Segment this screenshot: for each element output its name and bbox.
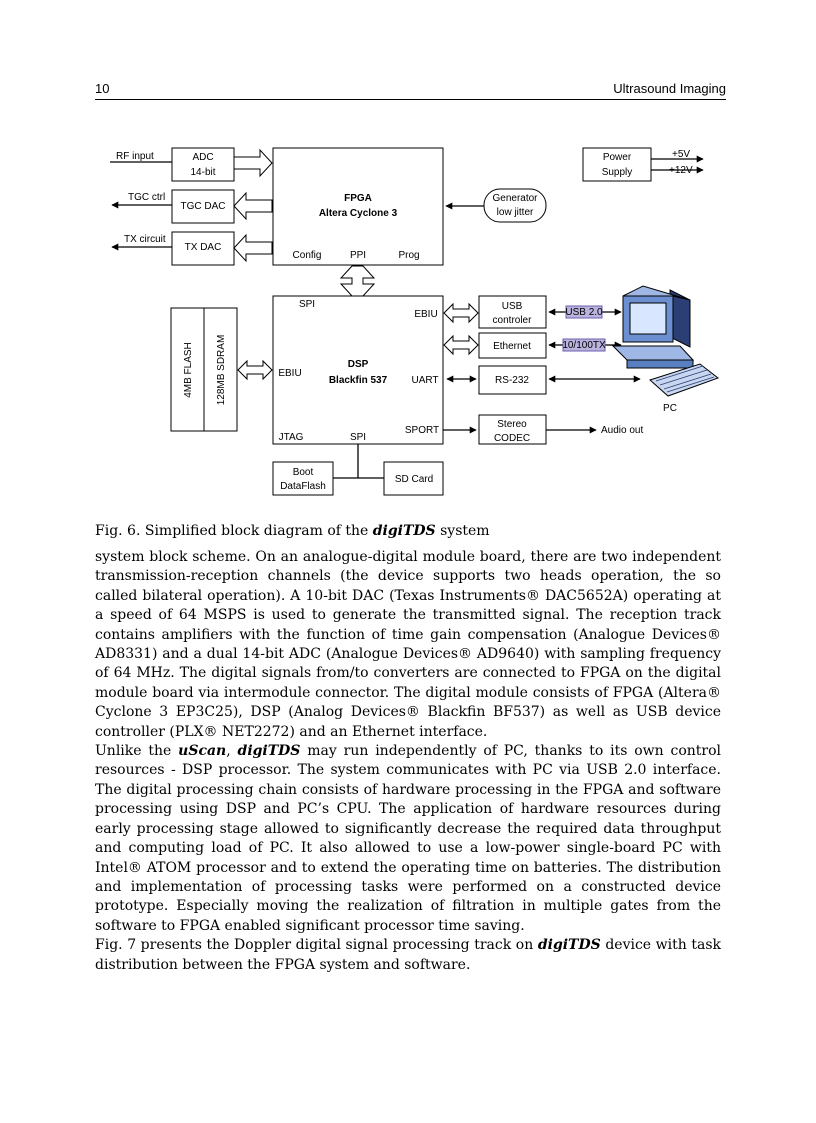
- caption-suffix: system: [435, 523, 490, 539]
- power-box: [582, 147, 652, 182]
- fpga-box: [272, 147, 444, 266]
- usb-controller-label: USB: [502, 301, 523, 312]
- fpga-title: FPGA: [344, 193, 372, 204]
- tgc-dac-box: [171, 189, 235, 224]
- fpga-tgc-bus-arrow: [233, 191, 273, 221]
- plus12v-label: +12V: [669, 165, 693, 176]
- dsp-spi-top-label: SPI: [299, 299, 315, 310]
- paragraph-1: system block scheme. On an analogue-digi…: [95, 549, 721, 740]
- codec-label: Stereo: [497, 419, 527, 430]
- usb20-label: USB 2.0: [565, 307, 603, 318]
- flash-box: [170, 307, 205, 432]
- fpga-tx-bus-arrow: [233, 233, 273, 263]
- dsp-ebiu-left-label: EBIU: [278, 368, 301, 379]
- figure-caption: Fig. 6. Simplified block diagram of the …: [95, 522, 490, 541]
- usb-controller-label-2: controler: [493, 315, 533, 326]
- fpga-ppi-label: PPI: [350, 250, 366, 261]
- generator-jitter-label: low jitter: [497, 207, 534, 218]
- dsp-box: [272, 295, 444, 445]
- sdram-box: [203, 307, 238, 432]
- usb20-highlight: [565, 305, 603, 319]
- caption-name: digiTDS: [372, 523, 436, 539]
- adc-bits-label: 14-bit: [190, 167, 215, 178]
- boot-dataflash-box: [272, 461, 334, 496]
- digitds-name-2: digiTDS: [537, 937, 601, 954]
- dataflash-label: DataFlash: [280, 481, 326, 492]
- power-label: Power: [603, 152, 632, 163]
- sdram-label: 128MB SDRAM: [216, 335, 227, 406]
- tx-dac-box: [171, 231, 235, 266]
- dsp-ebiu-top-label: EBIU: [414, 309, 437, 320]
- generator-label: Generator: [492, 193, 538, 204]
- digitds-name: digiTDS: [237, 743, 301, 760]
- rf-input-label: RF input: [116, 151, 154, 162]
- ethernet-box: [478, 332, 547, 359]
- codec-box: [478, 414, 547, 445]
- supply-label: Supply: [602, 167, 633, 178]
- fpga-model: Altera Cyclone 3: [319, 208, 398, 219]
- tx-dac-label: TX DAC: [185, 242, 222, 253]
- sd-card-box: [383, 461, 444, 496]
- paragraph-2: Unlike the uScan, digiTDS may run indepe…: [95, 743, 721, 934]
- page-header: 10 Ultrasound Imaging: [95, 81, 726, 100]
- memory-dsp-bus-arrow: [237, 359, 273, 381]
- page-number: 10: [95, 81, 110, 96]
- adc-label: ADC: [192, 152, 213, 163]
- usb-controller-box: [478, 295, 547, 329]
- fpga-config-label: Config: [293, 250, 322, 261]
- paragraph-3: Fig. 7 presents the Doppler digital sign…: [95, 937, 721, 973]
- dsp-jtag-label: JTAG: [279, 432, 304, 443]
- dsp-title: DSP: [348, 359, 369, 370]
- running-title: Ultrasound Imaging: [613, 81, 726, 96]
- pc-icon: [611, 285, 720, 397]
- caption-prefix: Fig. 6. Simplified block diagram of the: [95, 523, 373, 539]
- tx-circuit-label: TX circuit: [124, 234, 166, 245]
- dsp-model: Blackfin 537: [329, 375, 388, 386]
- fpga-prog-label: Prog: [398, 250, 419, 261]
- fpga-dsp-bus-arrow: [339, 265, 376, 297]
- pc-label: PC: [663, 403, 677, 414]
- ethernet-label: Ethernet: [493, 341, 531, 352]
- codec-label-2: CODEC: [494, 433, 530, 444]
- uscan-name: uScan: [178, 743, 227, 760]
- body-text: system block scheme. On an analogue-digi…: [95, 548, 721, 975]
- tgc-dac-label: TGC DAC: [181, 201, 226, 212]
- adc-fpga-bus-arrow: [233, 148, 273, 178]
- sd-card-label: SD Card: [395, 474, 433, 485]
- flash-label: 4MB FLASH: [183, 342, 194, 398]
- block-diagram: RF input ADC 14-bit TGC ctrl TGC DAC TX …: [110, 147, 720, 496]
- rs232-box: [478, 365, 547, 395]
- dsp-uart-label: UART: [411, 375, 438, 386]
- dsp-sport-label: SPORT: [405, 425, 439, 436]
- ebiu-usb-bus-arrow: [443, 302, 479, 324]
- rs232-label: RS-232: [495, 375, 529, 386]
- eth-speed-highlight: [562, 338, 606, 352]
- ebiu-ethernet-bus-arrow: [443, 334, 479, 356]
- audio-out-label: Audio out: [601, 425, 643, 436]
- boot-label: Boot: [293, 467, 314, 478]
- tgc-ctrl-label: TGC ctrl: [128, 192, 165, 203]
- eth-speed-label: 10/100TX: [562, 340, 606, 351]
- plus5v-label: +5V: [672, 149, 690, 160]
- adc-box: [171, 147, 235, 182]
- dsp-spi-bottom-label: SPI: [350, 432, 366, 443]
